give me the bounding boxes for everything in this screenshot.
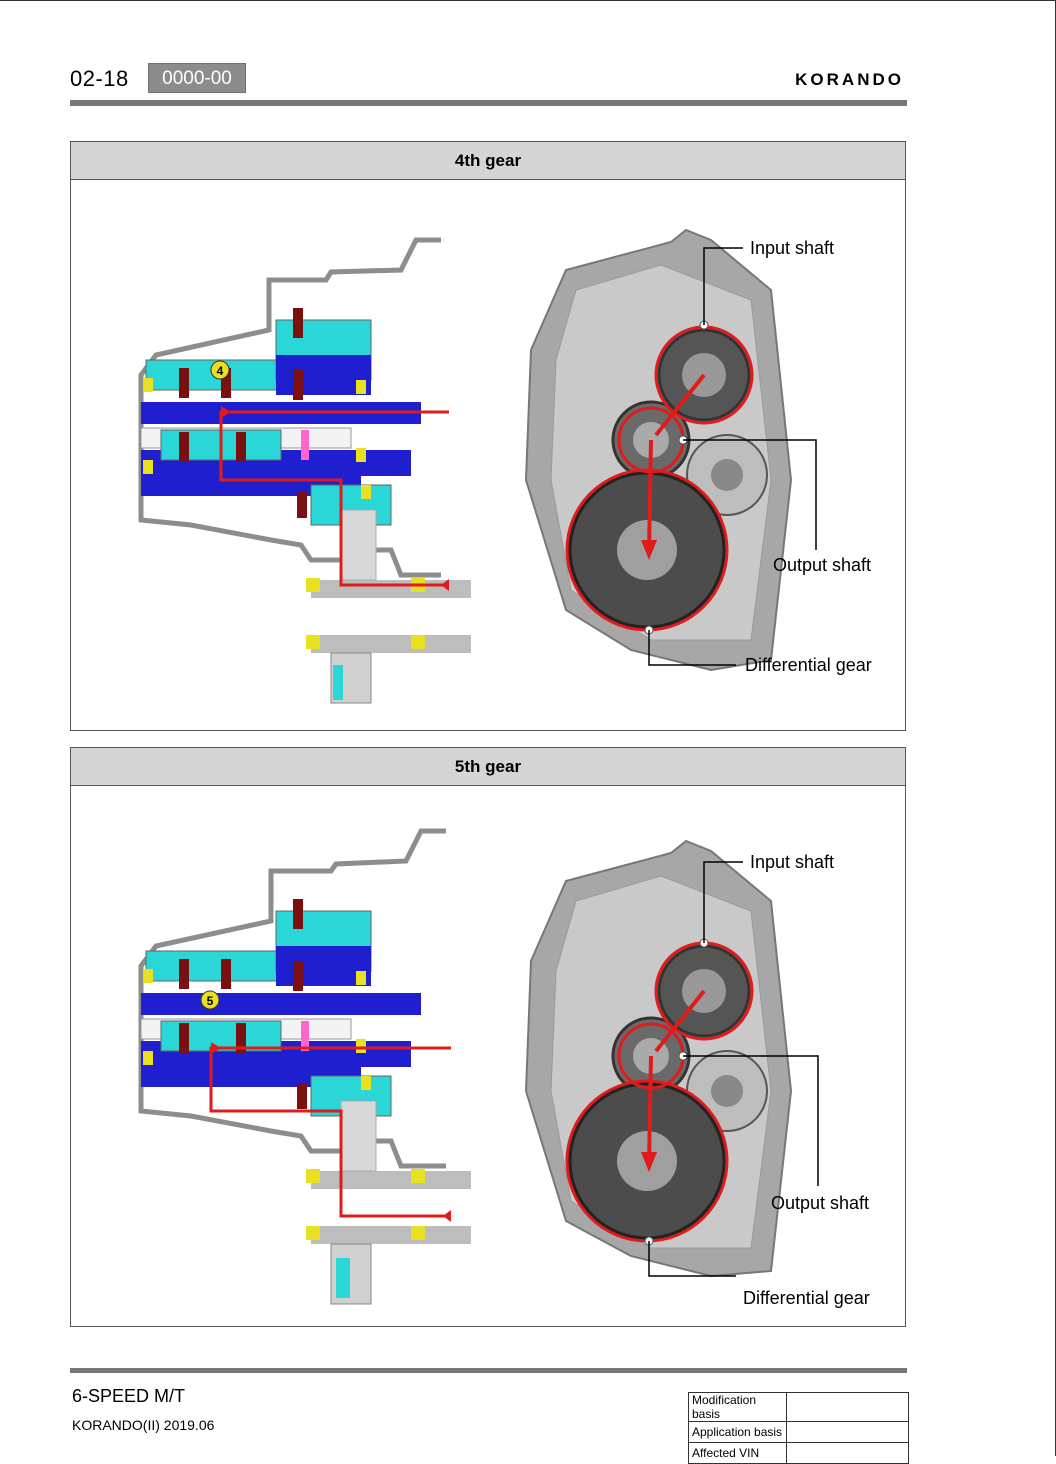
gear-diagram: 4 xyxy=(138,228,872,704)
row-value xyxy=(786,1421,909,1443)
gear-diagram: 5 xyxy=(138,828,870,1308)
row-label: Affected VIN xyxy=(688,1442,787,1464)
transmission-photo xyxy=(524,228,793,672)
footer-rule xyxy=(70,1368,907,1373)
panel-title: 4th gear xyxy=(71,142,905,180)
label-differential-gear: Differential gear xyxy=(743,1288,870,1308)
label-output-shaft: Output shaft xyxy=(773,555,871,575)
brand-logo: KORANDO xyxy=(795,70,904,89)
cross-section-diagram: 4 xyxy=(138,237,471,704)
row-label: Application basis xyxy=(688,1421,787,1443)
gear-panel-4th: 4th gear xyxy=(70,141,906,731)
gear-badge: 4 xyxy=(217,364,224,378)
gear-panel-5th: 5th gear xyxy=(70,747,906,1327)
panel-title: 5th gear xyxy=(71,748,905,786)
label-input-shaft: Input shaft xyxy=(750,852,834,872)
model-edition: KORANDO(II) 2019.06 xyxy=(72,1417,215,1433)
manual-title: 6-SPEED M/T xyxy=(72,1386,186,1406)
row-label: Modification basis xyxy=(688,1392,787,1422)
section-code-badge: 0000-00 xyxy=(148,63,246,93)
gear-badge: 5 xyxy=(207,994,214,1008)
header-rule xyxy=(70,100,907,106)
modification-info-table: Modification basis Application basis Aff… xyxy=(688,1392,909,1464)
row-value xyxy=(786,1442,909,1464)
row-value xyxy=(786,1392,909,1422)
table-row: Modification basis xyxy=(688,1392,909,1422)
transmission-photo xyxy=(524,839,793,1278)
label-input-shaft: Input shaft xyxy=(750,238,834,258)
table-row: Affected VIN xyxy=(688,1442,909,1464)
page-number: 02-18 xyxy=(70,66,129,91)
table-row: Application basis xyxy=(688,1421,909,1443)
label-output-shaft: Output shaft xyxy=(771,1193,869,1213)
page-border xyxy=(0,0,1056,1)
cross-section-diagram: 5 xyxy=(138,828,471,1305)
label-differential-gear: Differential gear xyxy=(745,655,872,675)
